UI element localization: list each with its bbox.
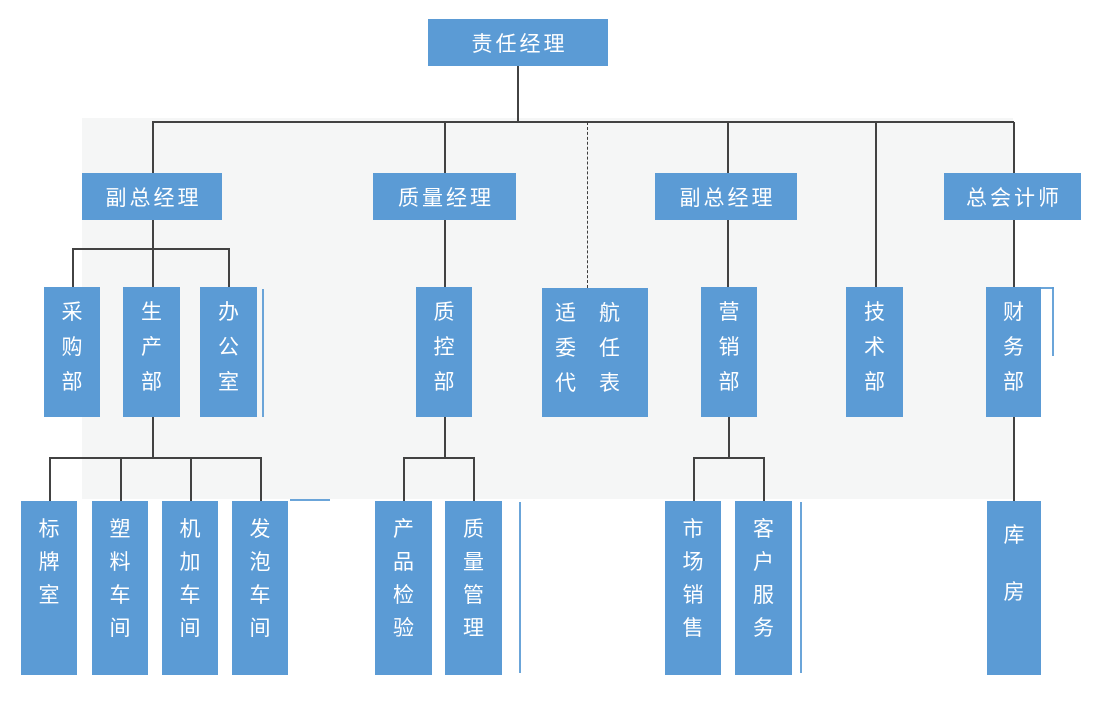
node-label: 技术部 <box>864 301 885 394</box>
org-node-foaming-workshop: 发泡车间 <box>232 501 288 675</box>
connector-line <box>403 457 405 501</box>
connector-line <box>473 457 475 501</box>
connector-line <box>152 121 1014 123</box>
connector-line <box>763 457 765 501</box>
node-label: 质控部 <box>433 301 455 394</box>
node-label: 市场销售 <box>682 518 704 640</box>
connector-line <box>403 457 474 459</box>
connector-line <box>260 457 262 501</box>
org-node-deputy-gm-1: 副总经理 <box>82 173 222 220</box>
node-label: 财务部 <box>1003 301 1024 394</box>
node-label: 发泡车间 <box>249 518 271 640</box>
org-node-quality-control-dept: 质控部 <box>416 287 472 417</box>
connector-line <box>444 220 446 287</box>
connector-line <box>228 248 230 287</box>
connector-line <box>1013 122 1015 173</box>
connector-line <box>875 122 877 288</box>
connector-line <box>727 220 729 287</box>
connector-line <box>120 457 122 501</box>
connector-line <box>693 457 764 459</box>
org-node-airworthiness-designated-rep: 适航委任代表 <box>542 288 648 417</box>
connector-line <box>152 220 154 249</box>
org-node-responsible-manager: 责任经理 <box>428 19 608 66</box>
connector-line <box>444 417 446 457</box>
org-node-finance-dept: 财务部 <box>986 287 1041 417</box>
org-node-market-sales: 市场销售 <box>665 501 721 675</box>
node-label: 质量经理 <box>398 186 494 210</box>
org-node-quality-manager: 质量经理 <box>373 173 516 220</box>
connector-line <box>728 417 730 457</box>
connector-line <box>152 248 154 287</box>
connector-line <box>49 457 261 459</box>
node-label: 营销部 <box>718 301 740 394</box>
node-label: 采购部 <box>61 301 83 394</box>
connector-line <box>444 122 446 173</box>
org-node-customer-service: 客户服务 <box>735 501 792 675</box>
org-node-plastic-workshop: 塑料车间 <box>92 501 148 675</box>
node-label: 产品检验 <box>393 518 414 640</box>
org-node-quality-management: 质量管理 <box>445 501 502 675</box>
node-label: 标牌室 <box>38 518 60 607</box>
org-node-technology-dept: 技术部 <box>846 287 903 417</box>
org-node-procurement-dept: 采购部 <box>44 287 100 417</box>
org-node-product-inspection: 产品检验 <box>375 501 432 675</box>
org-node-sign-room: 标牌室 <box>21 501 77 675</box>
connector-line <box>49 457 51 501</box>
stray-blue-line <box>1052 287 1054 356</box>
dotted-connector-line <box>587 122 588 288</box>
stray-blue-line <box>1041 287 1054 289</box>
stray-blue-line <box>800 502 802 673</box>
org-node-machining-workshop: 机加车间 <box>162 501 218 675</box>
connector-line <box>190 457 192 501</box>
org-node-office: 办公室 <box>200 287 257 417</box>
org-node-production-dept: 生产部 <box>123 287 180 417</box>
org-node-marketing-dept: 营销部 <box>701 287 757 417</box>
org-node-warehouse: 库房 <box>987 501 1041 675</box>
node-label: 库房 <box>1003 524 1025 604</box>
node-label: 责任经理 <box>471 32 568 56</box>
node-label: 客户服务 <box>753 518 774 640</box>
node-label: 副总经理 <box>679 186 776 210</box>
connector-line <box>1013 417 1015 501</box>
org-node-deputy-gm-2: 副总经理 <box>655 173 797 220</box>
org-node-chief-accountant: 总会计师 <box>944 173 1081 220</box>
connector-line <box>693 457 695 501</box>
node-label: 生产部 <box>141 301 162 394</box>
node-label: 总会计师 <box>966 186 1062 210</box>
stray-blue-line <box>262 289 264 417</box>
node-label: 副总经理 <box>105 186 202 210</box>
stray-blue-line <box>519 502 521 673</box>
connector-line <box>517 66 519 121</box>
connector-line <box>1013 220 1015 287</box>
connector-line <box>72 248 229 250</box>
node-label: 机加车间 <box>179 518 201 640</box>
node-label: 质量管理 <box>463 518 484 640</box>
node-label: 办公室 <box>218 301 239 394</box>
node-label: 适航委任代表 <box>555 302 643 395</box>
connector-line <box>727 122 729 173</box>
stray-blue-line <box>290 499 330 501</box>
connector-line <box>152 417 154 457</box>
node-label: 塑料车间 <box>109 518 131 640</box>
connector-line <box>152 122 154 173</box>
connector-line <box>72 248 74 287</box>
